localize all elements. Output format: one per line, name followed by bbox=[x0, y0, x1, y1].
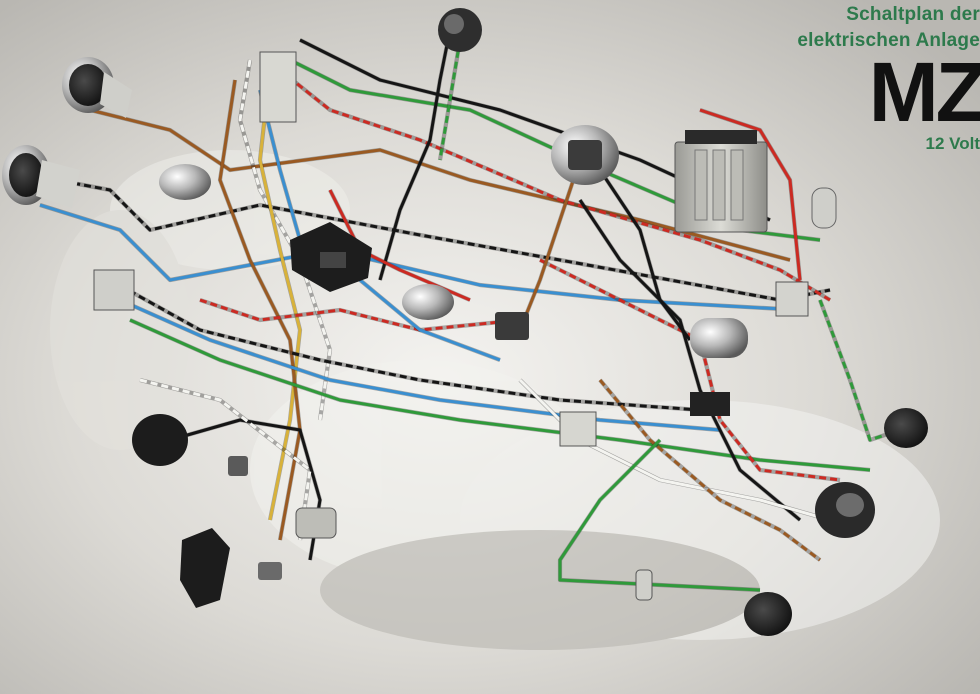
title-block: Schaltplan der elektrischen Anlage MZ 12… bbox=[740, 0, 980, 170]
wire-23 bbox=[598, 169, 692, 341]
voltage-label: 12 Volt bbox=[925, 134, 980, 153]
speedometer-icon bbox=[62, 57, 132, 118]
horn-icon bbox=[438, 8, 482, 52]
spark-plug-connector-icon bbox=[295, 507, 653, 601]
wire-21 bbox=[438, 39, 462, 161]
headlight-bulb-icon bbox=[159, 164, 211, 200]
wire-20 bbox=[378, 29, 452, 281]
ghost-shadow bbox=[320, 530, 760, 650]
rear-light-icon bbox=[815, 482, 875, 538]
wire-0 bbox=[29, 173, 831, 302]
voltage-regulator-icon bbox=[290, 222, 372, 292]
battery-icon bbox=[674, 130, 768, 233]
starter-relay-icon bbox=[402, 284, 454, 320]
ghost-wheel-front bbox=[50, 210, 190, 450]
wire-11 bbox=[129, 318, 871, 472]
ignition-lock-icon bbox=[551, 125, 619, 185]
ignition-coil-icon bbox=[690, 318, 748, 358]
turn-signal-icon bbox=[744, 408, 928, 636]
horn-icon bbox=[132, 414, 188, 466]
wire-3 bbox=[279, 68, 831, 302]
wire-shadow-27 bbox=[818, 299, 901, 443]
wire-13 bbox=[578, 199, 801, 522]
wire-24 bbox=[139, 378, 312, 541]
wire-18 bbox=[199, 298, 521, 332]
wire-25 bbox=[518, 159, 582, 331]
brake-light-switch-icon bbox=[228, 456, 282, 580]
wire-8 bbox=[218, 79, 302, 541]
alternator-icon bbox=[495, 312, 529, 340]
handlebar-switch-icon bbox=[180, 528, 230, 608]
wire-7 bbox=[258, 69, 302, 521]
fuse-holder-icon bbox=[811, 187, 837, 229]
wire-9 bbox=[109, 278, 701, 412]
wire-15 bbox=[598, 379, 821, 562]
tachometer-icon bbox=[2, 145, 80, 208]
wire-2 bbox=[89, 108, 791, 262]
wire-12 bbox=[539, 258, 841, 482]
wire-22 bbox=[699, 108, 802, 281]
brand-logo: MZ bbox=[868, 45, 980, 139]
title-line-1: Schaltplan der bbox=[846, 4, 980, 25]
terminal-block-icon bbox=[93, 51, 809, 447]
title-line-2: elektrischen Anlage bbox=[797, 30, 980, 51]
wire-10 bbox=[119, 298, 721, 432]
wire-16 bbox=[558, 438, 761, 592]
